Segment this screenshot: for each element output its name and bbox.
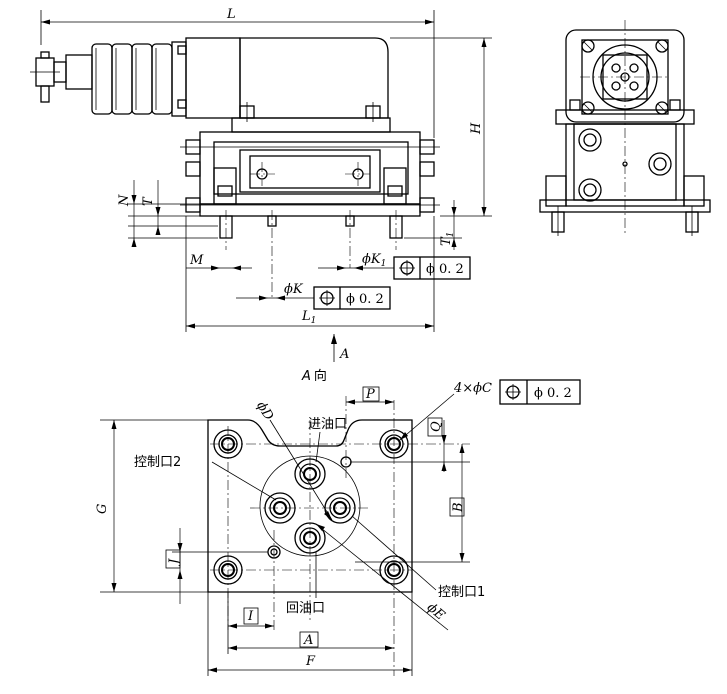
dim-Q-label: Q <box>429 421 444 432</box>
front-view: L <box>30 7 492 362</box>
label-return: 回油口 <box>286 601 325 616</box>
label-control1: 控制口1 <box>438 585 485 600</box>
dim-T1-label: T1 <box>439 232 456 246</box>
dim-B-label: B <box>451 502 466 513</box>
corner-holes <box>213 429 409 585</box>
dim-P-label: P <box>365 387 375 402</box>
dim-K1-label: ϕK1 <box>362 252 386 269</box>
dim-H-label: H <box>469 122 484 135</box>
dim-N-label: N <box>117 194 132 207</box>
dim-L1-label: L1 <box>301 309 316 326</box>
tolerance-frame-K1: ϕ 0. 2 <box>393 256 471 280</box>
view-arrow-label: A <box>339 347 349 362</box>
label-inlet: 进油口 <box>308 417 347 432</box>
tolerance-frame-C: ϕ 0. 2 <box>499 379 581 405</box>
dim-J-label: J <box>167 558 182 567</box>
dim-C-label: 4×ϕC <box>453 381 492 396</box>
dim-T-label: T <box>141 196 156 206</box>
svg-text:ϕ 0. 2: ϕ 0. 2 <box>426 262 464 277</box>
dim-E-label: ϕE <box>424 600 448 624</box>
dim-I-label: I <box>247 609 254 624</box>
side-view <box>539 20 711 236</box>
tolerance-frame-K: ϕ 0. 2 <box>313 286 391 310</box>
svg-text:ϕ 0. 2: ϕ 0. 2 <box>346 292 384 307</box>
svg-text:ϕ 0. 2: ϕ 0. 2 <box>534 386 572 401</box>
dim-M-label: M <box>189 253 204 268</box>
dim-F-label: F <box>305 654 316 669</box>
dim-G-label: G <box>95 504 110 514</box>
label-control2: 控制口2 <box>134 455 181 470</box>
dim-A-label: A <box>303 633 313 648</box>
dim-K-label: ϕK <box>284 282 304 297</box>
dim-L-label: L <box>226 7 236 22</box>
dim-D-label: ϕD <box>253 399 276 424</box>
